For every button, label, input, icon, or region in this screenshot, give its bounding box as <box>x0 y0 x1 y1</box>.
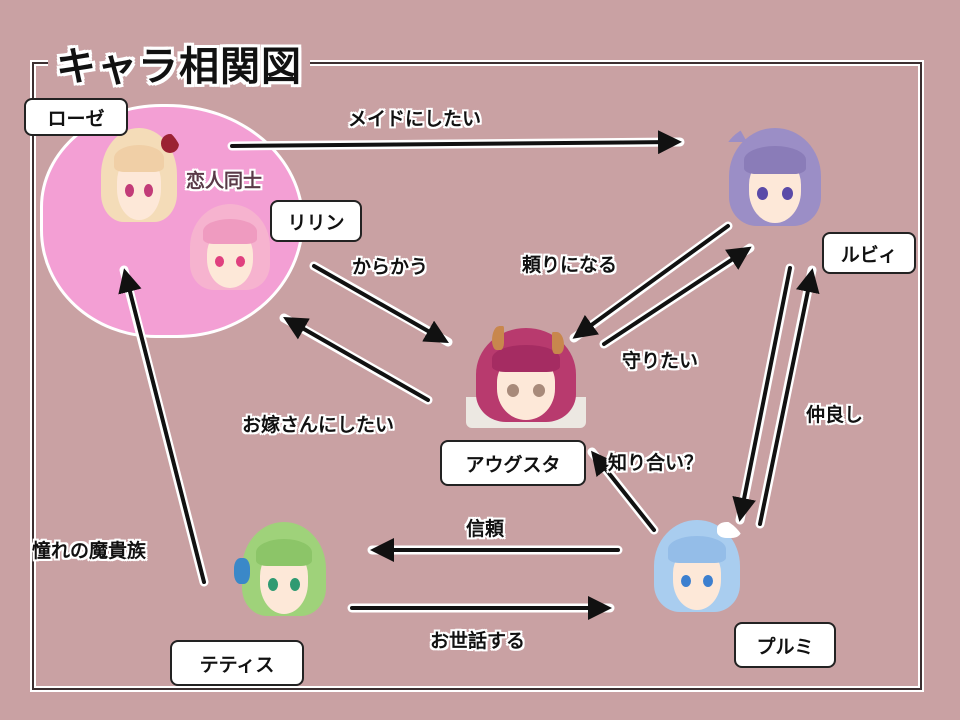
name-tag-thetis: テティス <box>170 640 304 686</box>
label-thetis-to-couple: 憧れの魔貴族 <box>32 540 147 562</box>
name-tag-rose: ローゼ <box>24 98 128 136</box>
portrait-plumi <box>646 516 748 618</box>
horn-left-icon <box>492 326 505 351</box>
arrow-ruby-to-plumi <box>732 266 792 522</box>
arrow-rose-to-ruby <box>230 130 682 155</box>
portrait-thetis <box>234 518 334 622</box>
name-tag-augusta: アウグスタ <box>440 440 586 486</box>
cat-ear-icon <box>726 124 747 142</box>
label-plumi-to-thetis: 信頼 <box>466 518 505 540</box>
label-rose-to-ruby: メイドにしたい <box>348 108 482 130</box>
label-augusta-to-lilin: お嫁さんにしたい <box>242 414 395 436</box>
diagram-frame <box>32 62 922 690</box>
portrait-rose <box>94 124 184 228</box>
group-label-lovers: 恋人同士 <box>186 170 263 192</box>
arrow-augusta-to-ruby <box>602 246 752 346</box>
horn-right-icon <box>552 332 565 355</box>
ribbon-icon <box>717 522 742 539</box>
label-lilin-to-augusta: からかう <box>352 256 429 278</box>
title-container: キャラ相関図 <box>48 34 310 92</box>
rose-flower-icon <box>160 134 179 154</box>
label-augusta-to-ruby: 守りたい <box>622 350 699 372</box>
label-ruby-plumi: 仲良し <box>806 404 864 426</box>
portrait-lilin <box>182 200 278 296</box>
name-tag-lilin: リリン <box>270 200 362 242</box>
label-thetis-to-plumi: お世話する <box>430 630 526 652</box>
name-tag-ruby: ルビィ <box>822 232 916 274</box>
label-ruby-to-augusta: 頼りになる <box>522 254 618 276</box>
arrow-augusta-to-lilin <box>283 317 430 402</box>
arrow-plumi-to-augusta <box>591 450 656 532</box>
label-plumi-to-augusta: 知り合い？ <box>608 452 704 474</box>
fin-ear-icon <box>234 557 250 584</box>
portrait-augusta <box>466 324 586 428</box>
name-tag-plumi: プルミ <box>734 622 836 668</box>
arrow-lilin-to-augusta <box>312 264 449 343</box>
portrait-ruby <box>720 124 830 232</box>
arrow-ruby-to-augusta <box>572 224 730 339</box>
arrow-plumi-to-ruby <box>758 268 820 526</box>
diagram-title: キャラ相関図 <box>56 44 302 90</box>
arrow-thetis-to-couple <box>118 268 206 584</box>
